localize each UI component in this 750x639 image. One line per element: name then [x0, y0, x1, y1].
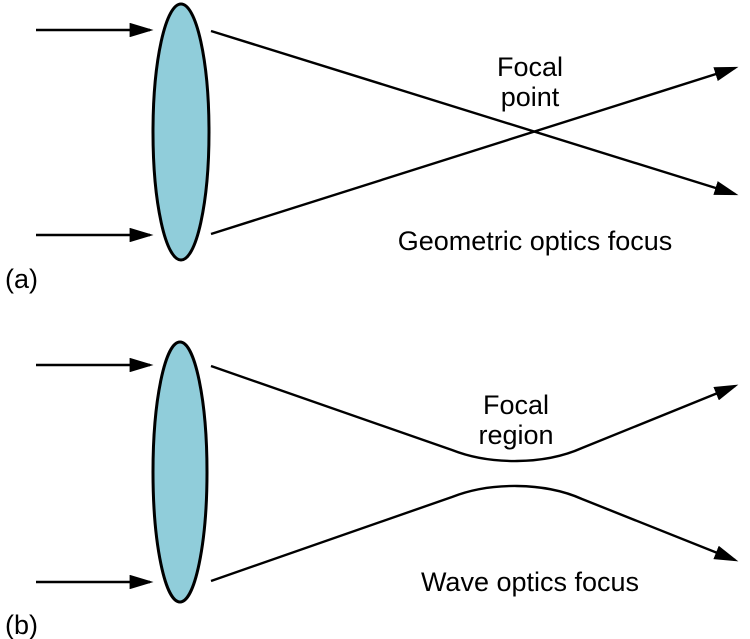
- lens-b: [151, 340, 209, 604]
- focal-region-label-line2: region: [478, 420, 553, 450]
- refracted-ray-lower-b: [210, 484, 739, 583]
- focal-point-label-line2: point: [501, 82, 560, 112]
- panel-b: Focal region Wave optics focus (b): [5, 340, 739, 639]
- panel-a: Focal point Geometric optics focus (a): [5, 2, 739, 294]
- panel-b-caption: Wave optics focus: [421, 567, 639, 597]
- panel-b-letter: (b): [5, 610, 38, 639]
- lens-a: [151, 2, 211, 262]
- focal-point-label-line1: Focal: [497, 52, 563, 82]
- refracted-ray-upper-b: [210, 364, 739, 463]
- refracted-ray-upper-a: [210, 29, 739, 196]
- focal-region-label-line1: Focal: [483, 390, 549, 420]
- panel-a-caption: Geometric optics focus: [398, 226, 673, 256]
- refracted-ray-lower-a: [210, 66, 739, 236]
- panel-a-letter: (a): [5, 264, 38, 294]
